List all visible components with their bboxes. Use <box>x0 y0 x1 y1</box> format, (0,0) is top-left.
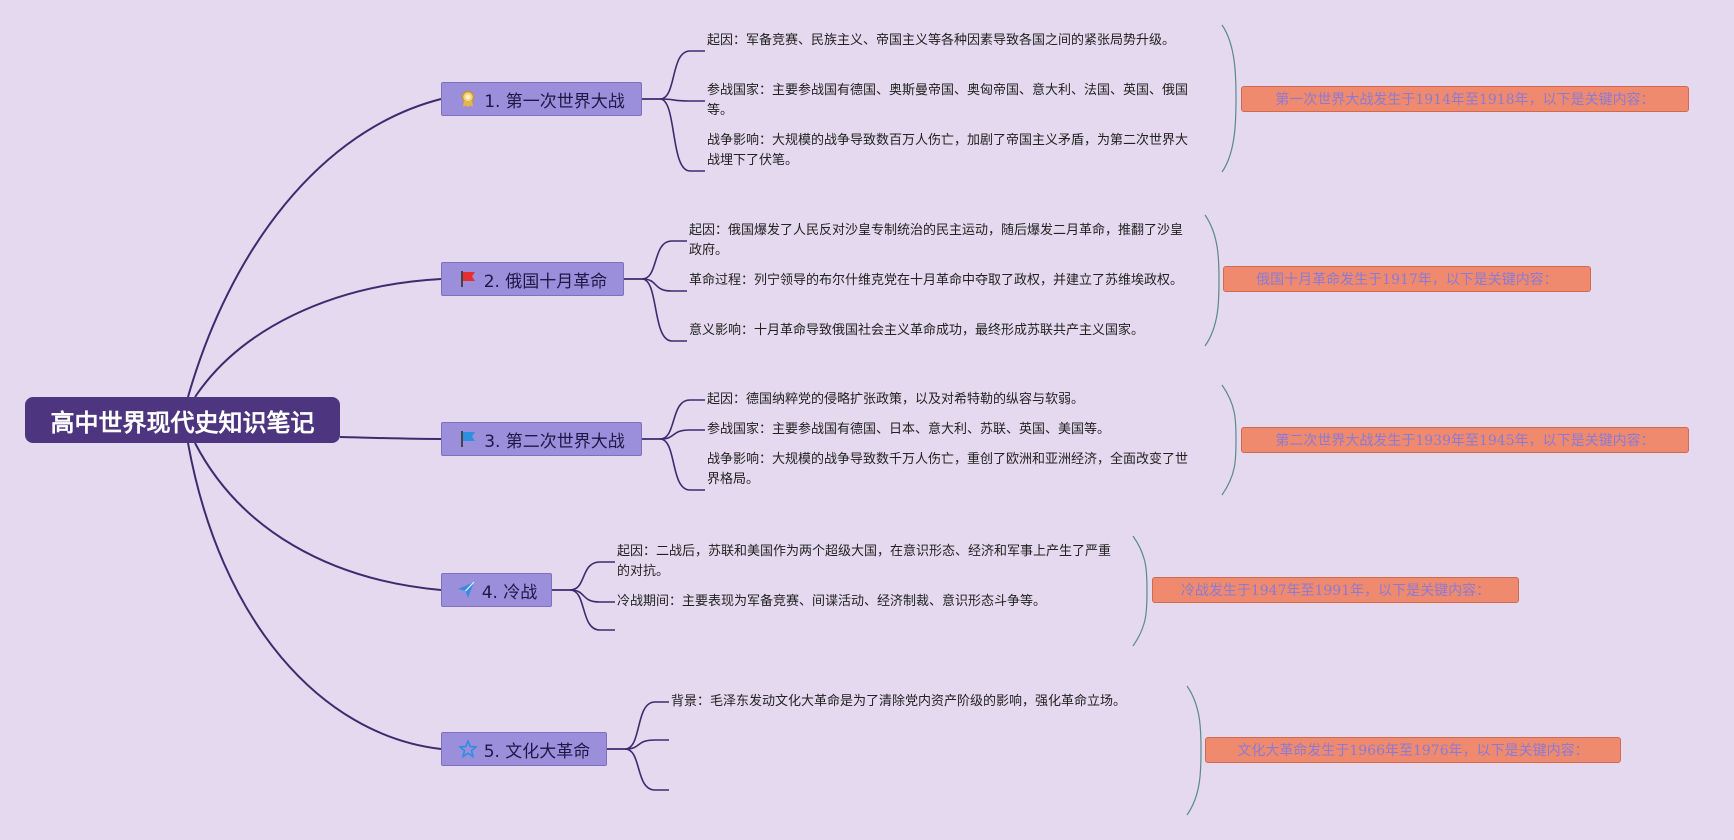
summary-node[interactable]: 冷战发生于1947年至1991年，以下是关键内容： <box>1152 577 1519 603</box>
topic-label: 5. 文化大革命 <box>483 741 591 762</box>
summary-bracket <box>1132 535 1148 647</box>
leaf-edge <box>641 278 687 292</box>
topic-node-cultural-revolution[interactable]: 5. 文化大革命 <box>441 732 607 766</box>
root-edge <box>194 442 442 591</box>
root-node[interactable]: 高中世界现代史知识笔记 <box>25 397 340 443</box>
leaf-node[interactable]: 战争影响：大规模的战争导致数千万人伤亡，重创了欧洲和亚洲经济，全面改变了世界格局… <box>707 452 1189 487</box>
topic-label: 3. 第二次世界大战 <box>484 431 625 452</box>
root-edge <box>187 98 442 398</box>
topic-node-ww2[interactable]: 3. 第二次世界大战 <box>441 422 642 456</box>
summary-bracket <box>1221 24 1237 173</box>
topic-node-october-revolution[interactable]: 2. 俄国十月革命 <box>441 262 624 296</box>
leaf-edge <box>569 561 615 591</box>
root-edge <box>194 278 442 398</box>
leaf-edge <box>624 748 669 791</box>
summary-bracket <box>1221 384 1237 496</box>
leaf-edge <box>641 278 687 342</box>
leaf-node[interactable]: 革命过程：列宁领导的布尔什维克党在十月革命中夺取了政权，并建立了苏维埃政权。 <box>689 273 1184 288</box>
summary-bracket <box>1204 214 1220 347</box>
summary-node[interactable]: 文化大革命发生于1966年至1976年，以下是关键内容： <box>1205 737 1621 763</box>
red-flag-icon <box>458 269 478 289</box>
summary-node[interactable]: 第二次世界大战发生于1939年至1945年，以下是关键内容： <box>1241 427 1689 453</box>
blue-flag-icon <box>458 429 478 449</box>
topic-label: 4. 冷战 <box>481 582 538 603</box>
topic-node-ww1[interactable]: 1. 第一次世界大战 <box>441 82 642 116</box>
leaf-node[interactable]: 参战国家：主要参战国有德国、日本、意大利、苏联、英国、美国等。 <box>707 422 1111 437</box>
topic-label: 2. 俄国十月革命 <box>483 271 608 292</box>
leaf-edge <box>659 98 705 102</box>
summary-bracket <box>1186 685 1202 816</box>
leaf-edge <box>659 98 705 172</box>
leaf-edge <box>624 739 669 750</box>
root-edge <box>187 442 442 750</box>
leaf-node[interactable]: 意义影响：十月革命导致俄国社会主义革命成功，最终形成苏联共产主义国家。 <box>689 323 1145 338</box>
leaf-node[interactable]: 起因：德国纳粹党的侵略扩张政策，以及对希特勒的纵容与软弱。 <box>707 392 1085 407</box>
leaf-node[interactable]: 冷战期间：主要表现为军备竞赛、间谍活动、经济制裁、意识形态斗争等。 <box>617 594 1047 609</box>
leaf-node[interactable]: 参战国家：主要参战国有德国、奥斯曼帝国、奥匈帝国、意大利、法国、英国、俄国等。 <box>707 83 1189 118</box>
star-icon <box>458 739 478 759</box>
root-title: 高中世界现代史知识笔记 <box>50 408 315 437</box>
root-edge <box>339 436 442 440</box>
leaf-edge <box>659 438 705 491</box>
leaf-edge <box>659 50 705 100</box>
leaf-edge <box>569 589 615 631</box>
leaf-edge <box>569 589 615 603</box>
paper-plane-icon <box>456 580 476 600</box>
topic-node-cold-war[interactable]: 4. 冷战 <box>441 573 552 607</box>
leaf-node[interactable]: 战争影响：大规模的战争导致数百万人伤亡，加剧了帝国主义矛盾，为第二次世界大战埋下… <box>707 133 1189 168</box>
leaf-node[interactable]: 背景：毛泽东发动文化大革命是为了清除党内资产阶级的影响，强化革命立场。 <box>671 694 1127 709</box>
topic-label: 1. 第一次世界大战 <box>484 91 625 112</box>
medal-icon <box>458 89 478 109</box>
leaf-edge <box>641 240 687 280</box>
summary-node[interactable]: 第一次世界大战发生于1914年至1918年，以下是关键内容： <box>1241 86 1689 112</box>
leaf-edge <box>624 701 669 750</box>
leaf-edge <box>659 399 705 440</box>
leaf-edge <box>659 429 705 440</box>
leaf-node[interactable]: 起因：俄国爆发了人民反对沙皇专制统治的民主运动，随后爆发二月革命，推翻了沙皇政府… <box>689 223 1184 258</box>
leaf-node[interactable]: 起因：二战后，苏联和美国作为两个超级大国，在意识形态、经济和军事上产生了严重的对… <box>617 544 1112 579</box>
summary-node[interactable]: 俄国十月革命发生于1917年，以下是关键内容： <box>1223 266 1591 292</box>
leaf-node[interactable]: 起因：军备竞赛、民族主义、帝国主义等各种因素导致各国之间的紧张局势升级。 <box>707 33 1176 48</box>
